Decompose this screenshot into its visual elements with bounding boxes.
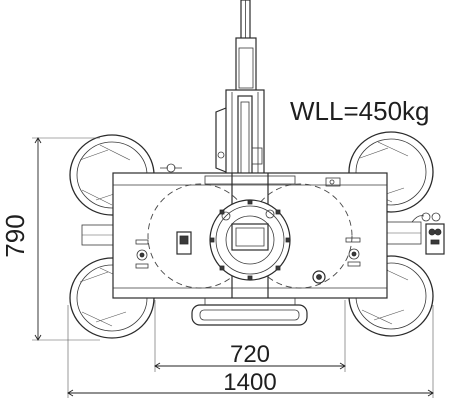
central-rotary-unit: [209, 199, 291, 281]
right-control-panel: [312, 177, 361, 284]
bottom-handle: [191, 298, 308, 326]
left-gauge-icon: [136, 249, 148, 261]
left-control-panel: [135, 231, 192, 269]
dimension-overall-width: [67, 305, 434, 398]
overall-width-dimension-label: 1400: [223, 369, 276, 396]
inner-width-dimension-label: 720: [230, 341, 270, 368]
remote-control-icon: [411, 212, 445, 255]
dimension-inner-width: [154, 300, 346, 372]
dimension-height: [32, 137, 100, 341]
height-dimension-label: 790: [0, 214, 30, 257]
lifting-mast: [215, 0, 265, 209]
load-rating-label: WLL=450kg: [290, 96, 429, 126]
